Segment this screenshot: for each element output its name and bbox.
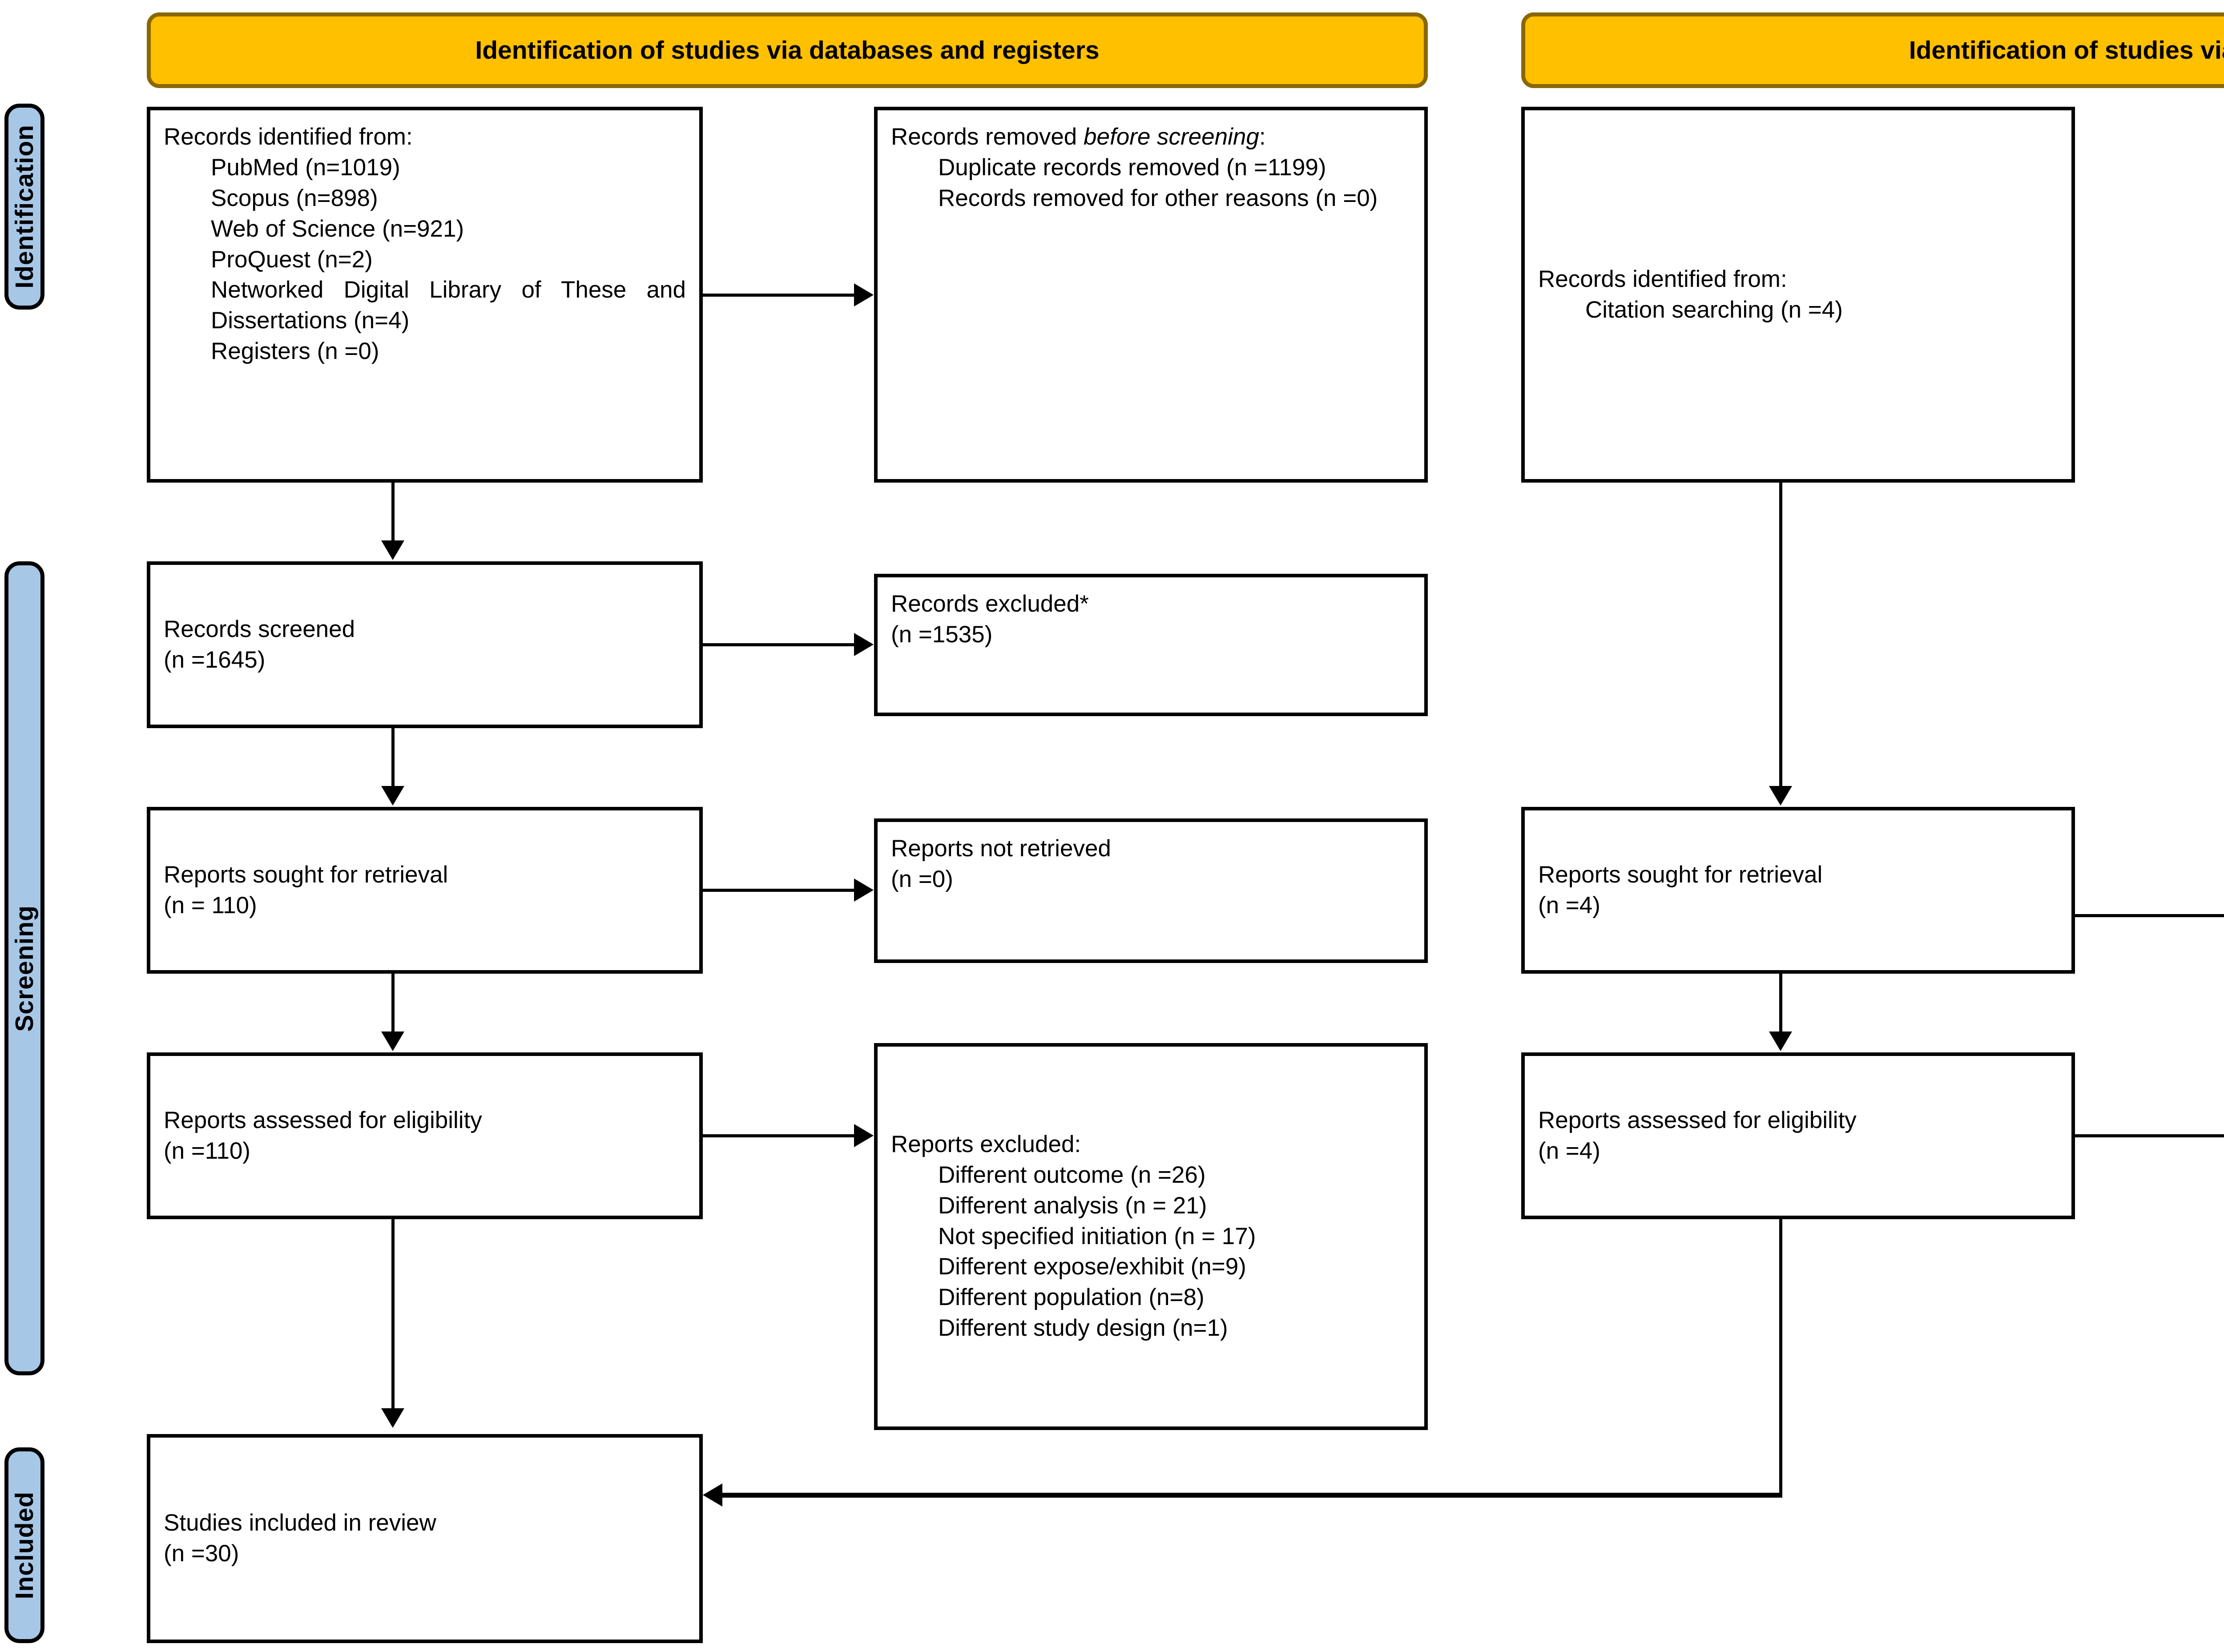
- records-identified-source: Networked Digital Library of These and D…: [211, 277, 686, 334]
- reports-assessed-left-count: (n =110): [164, 1137, 250, 1164]
- connector-assessed-to-included: [391, 1219, 395, 1415]
- connector-identified-other-to-sought: [1779, 483, 1782, 794]
- box-studies-included: Studies included in review (n =30): [147, 1434, 703, 1643]
- records-removed-item: Records removed for other reasons (n =0): [938, 185, 1378, 211]
- records-identified-other-title: Records identified from:: [1538, 266, 1787, 292]
- records-excluded-count: (n =1535): [891, 621, 993, 648]
- header-databases-registers: Identification of studies via databases …: [147, 12, 1428, 88]
- records-identified-source: Scopus (n=898): [211, 185, 378, 211]
- reports-sought-left-count: (n = 110): [164, 892, 257, 919]
- arrow-identified-to-removed: [854, 283, 874, 306]
- stage-label-identification-text: Identification: [10, 125, 39, 289]
- stage-label-included-text: Included: [10, 1491, 39, 1600]
- arrow-identified-to-screened: [381, 540, 404, 560]
- records-removed-title-tail: :: [1259, 124, 1266, 150]
- reports-excluded-left-reason: Different population (n=8): [938, 1284, 1205, 1311]
- connector-screened-to-excluded: [702, 643, 855, 646]
- box-reports-assessed-left: Reports assessed for eligibility (n =110…: [147, 1052, 703, 1219]
- arrow-right-assessed-to-included: [703, 1483, 722, 1507]
- header-databases-registers-text: Identification of studies via databases …: [475, 36, 1100, 64]
- records-removed-title-plain: Records removed: [891, 124, 1084, 150]
- records-removed-item: Duplicate records removed (n =1199): [938, 154, 1326, 181]
- records-excluded-label: Records excluded*: [891, 591, 1089, 617]
- records-identified-source: Web of Science (n=921): [211, 215, 464, 242]
- arrow-assessed-to-included: [381, 1408, 404, 1428]
- reports-excluded-left-title: Reports excluded:: [891, 1131, 1081, 1157]
- arrow-sought-to-assessed-left: [381, 1031, 404, 1051]
- box-reports-sought-right: Reports sought for retrieval (n =4): [1521, 807, 2075, 974]
- records-removed-title: Records removed before screening:: [891, 124, 1266, 150]
- connector-identified-to-screened: [391, 483, 395, 547]
- box-records-removed-before-screening: Records removed before screening: Duplic…: [874, 107, 1428, 483]
- reports-excluded-left-reason: Different study design (n=1): [938, 1315, 1228, 1342]
- arrow-sought-to-not-retrieved-left: [854, 878, 874, 902]
- reports-assessed-left-label: Reports assessed for eligibility: [164, 1107, 482, 1133]
- arrow-assessed-to-excluded-left: [854, 1124, 874, 1147]
- records-screened-count: (n =1645): [164, 646, 266, 673]
- stage-label-identification: Identification: [4, 104, 44, 310]
- box-records-excluded: Records excluded* (n =1535): [874, 574, 1428, 716]
- box-records-identified-databases: Records identified from: PubMed (n=1019)…: [147, 107, 703, 483]
- reports-not-retrieved-left-count: (n =0): [891, 866, 953, 892]
- arrow-identified-other-to-sought: [1769, 786, 1792, 806]
- arrow-screened-to-excluded: [854, 633, 874, 656]
- box-reports-not-retrieved-left: Reports not retrieved (n =0): [874, 818, 1428, 963]
- connector-assessed-to-excluded-left: [702, 1134, 855, 1137]
- stage-label-screening-text: Screening: [10, 905, 39, 1032]
- reports-not-retrieved-left-label: Reports not retrieved: [891, 835, 1111, 862]
- stage-label-included: Included: [4, 1447, 44, 1643]
- box-reports-assessed-right: Reports assessed for eligibility (n =4): [1521, 1052, 2075, 1219]
- reports-excluded-left-reason: Not specified initiation (n = 17): [938, 1223, 1256, 1249]
- reports-assessed-right-count: (n =4): [1538, 1137, 1600, 1164]
- header-other-methods: Identification of studies via other meth…: [1521, 12, 2224, 88]
- reports-excluded-left-reason: Different outcome (n =26): [938, 1161, 1206, 1188]
- records-identified-source: Registers (n =0): [211, 338, 379, 365]
- studies-included-count: (n =30): [164, 1540, 239, 1567]
- box-reports-excluded-left: Reports excluded: Different outcome (n =…: [874, 1043, 1428, 1430]
- connector-right-assessed-elbow-horizontal: [722, 1493, 1782, 1498]
- reports-excluded-left-reason: Different expose/exhibit (n=9): [938, 1253, 1246, 1280]
- stage-label-screening: Screening: [4, 561, 44, 1375]
- records-removed-title-italic: before screening: [1084, 124, 1259, 150]
- studies-included-label: Studies included in review: [164, 1510, 436, 1536]
- reports-excluded-left-reason: Different analysis (n = 21): [938, 1192, 1207, 1219]
- reports-assessed-right-label: Reports assessed for eligibility: [1538, 1107, 1857, 1133]
- reports-sought-right-label: Reports sought for retrieval: [1538, 861, 1823, 888]
- records-identified-source: ProQuest (n=2): [211, 246, 373, 273]
- records-identified-other-source: Citation searching (n =4): [1585, 296, 1843, 323]
- records-identified-title: Records identified from:: [164, 124, 413, 150]
- reports-sought-left-label: Reports sought for retrieval: [164, 861, 448, 888]
- box-records-screened: Records screened (n =1645): [147, 561, 703, 728]
- connector-identified-to-removed: [702, 294, 855, 297]
- connector-assessed-to-excluded-right: [2074, 1134, 2224, 1137]
- connector-screened-to-sought: [391, 728, 395, 793]
- connector-sought-to-assessed-right: [1779, 974, 1782, 1038]
- connector-sought-to-assessed-left: [391, 974, 395, 1038]
- connector-right-assessed-elbow-vertical: [1779, 1219, 1782, 1495]
- connector-sought-to-not-retrieved-right: [2074, 914, 2224, 917]
- connector-sought-to-not-retrieved-left: [702, 889, 855, 892]
- records-identified-source: PubMed (n=1019): [211, 154, 400, 181]
- arrow-sought-to-assessed-right: [1769, 1031, 1792, 1051]
- reports-sought-right-count: (n =4): [1538, 892, 1600, 919]
- records-screened-label: Records screened: [164, 616, 355, 642]
- arrow-screened-to-sought: [381, 786, 404, 806]
- header-other-methods-text: Identification of studies via other meth…: [1909, 36, 2224, 64]
- box-records-identified-other: Records identified from: Citation search…: [1521, 107, 2075, 483]
- box-reports-sought-left: Reports sought for retrieval (n = 110): [147, 807, 703, 974]
